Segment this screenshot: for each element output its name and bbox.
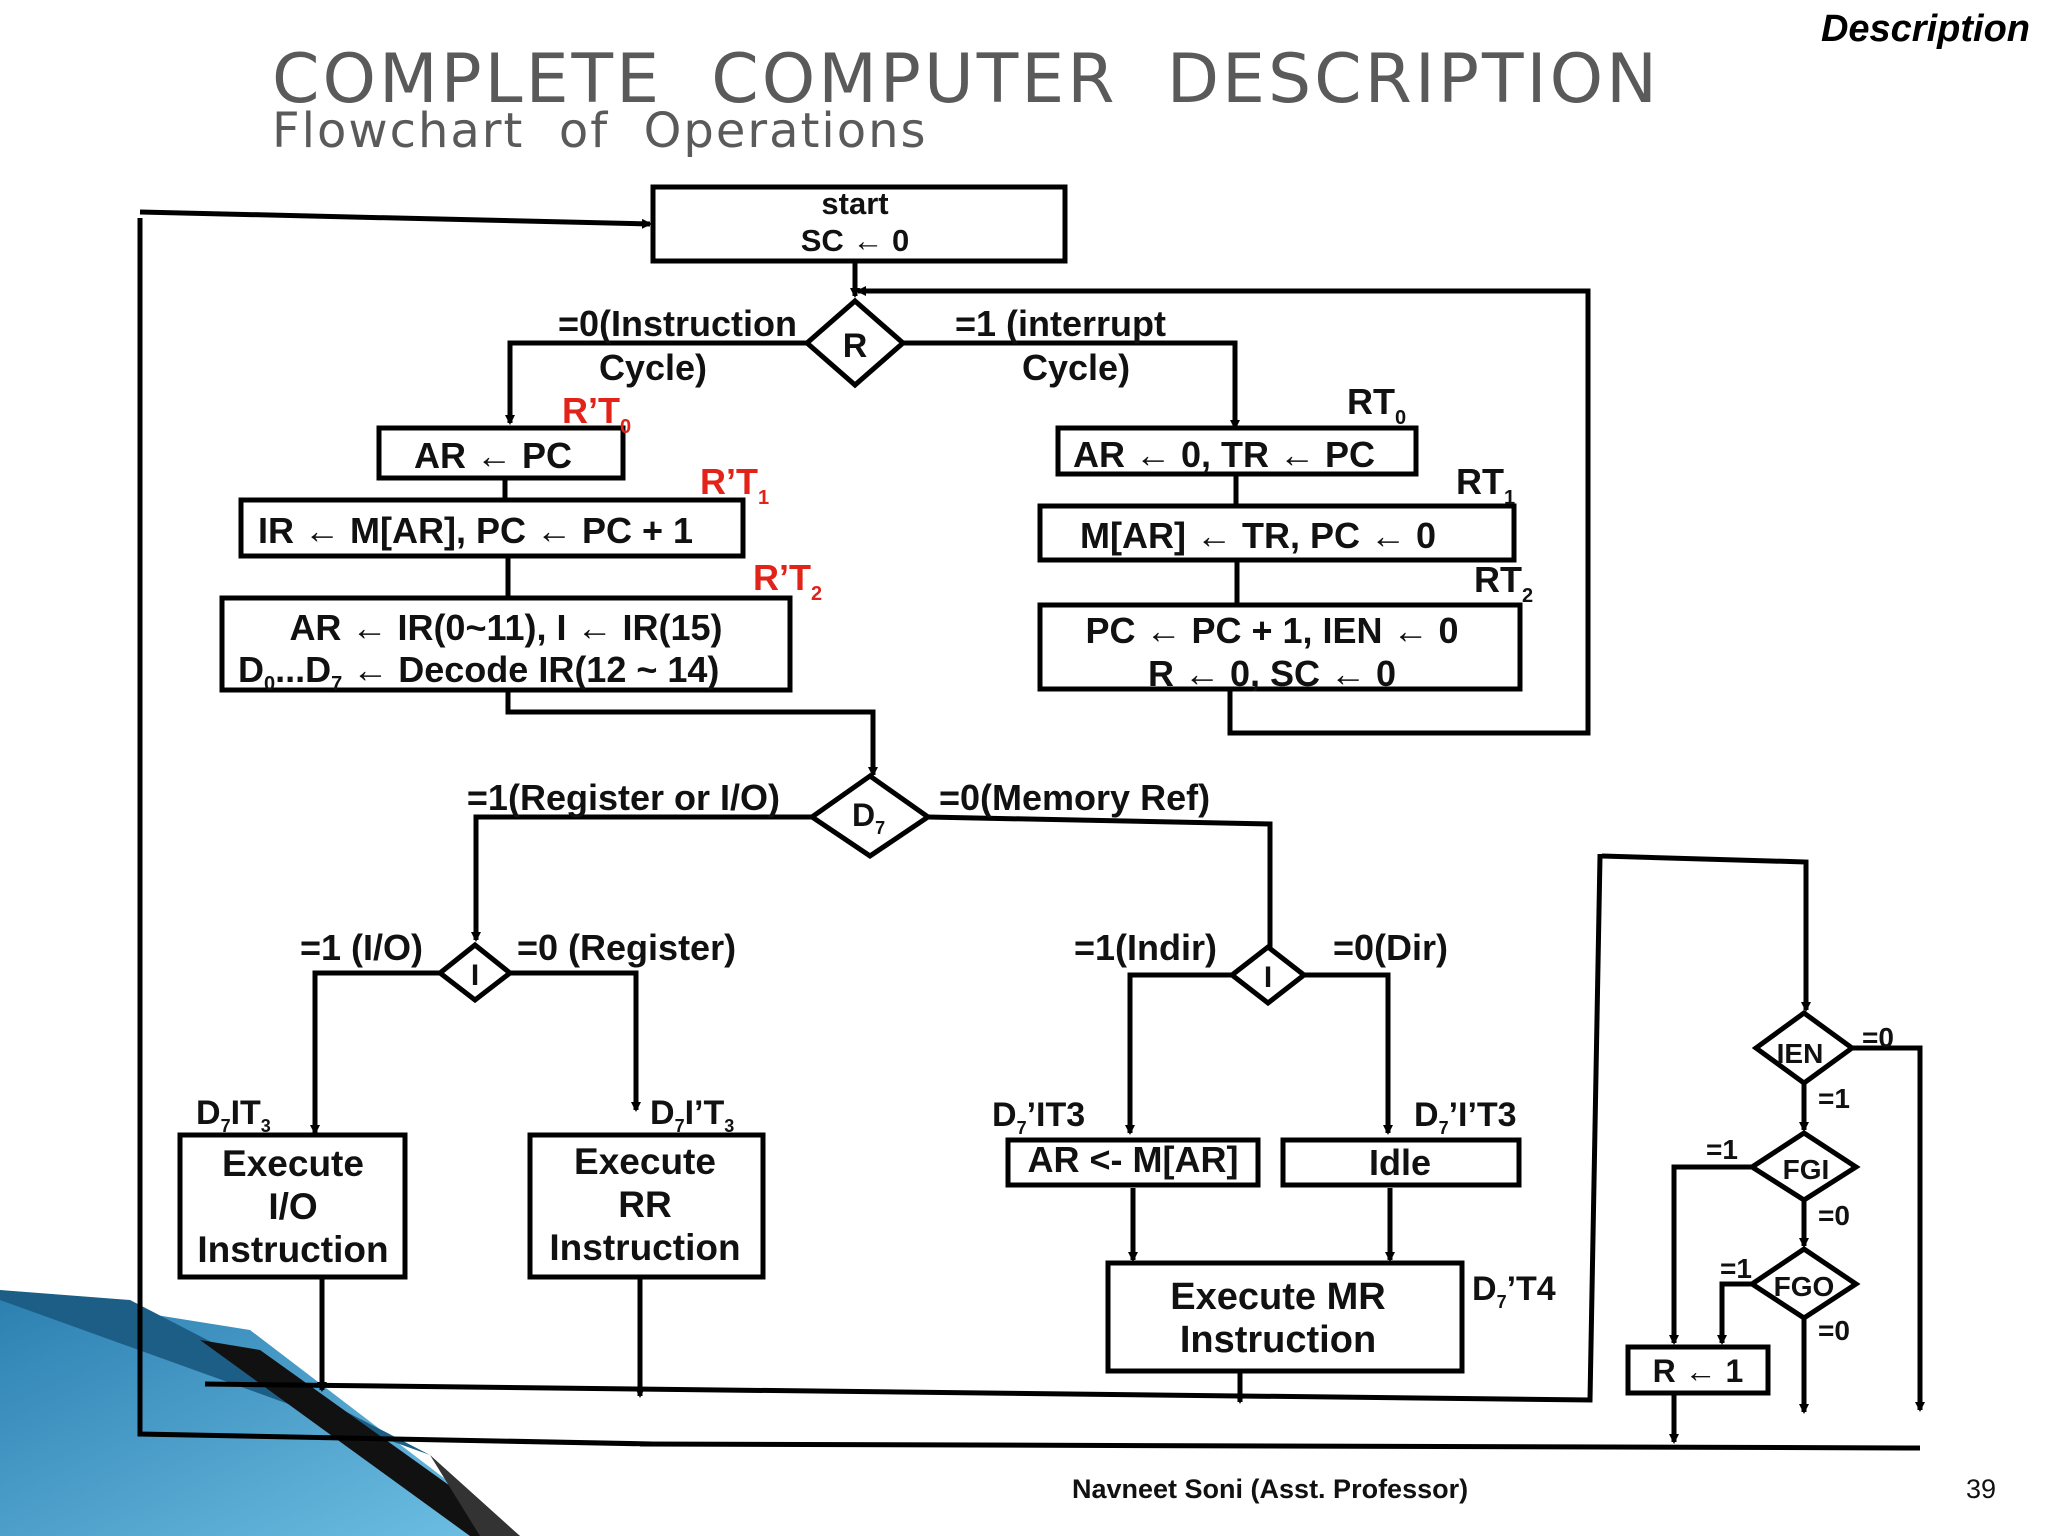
d7-one-label: =1(Register or I/O) xyxy=(467,777,780,818)
int-step3-text-2: R ← 0, SC ← 0 xyxy=(1148,653,1396,694)
exec-io-text-3: Instruction xyxy=(197,1229,388,1270)
bottom-return-line xyxy=(639,1441,1921,1451)
r-set-box xyxy=(1625,1344,1771,1396)
section-tag: Description xyxy=(1820,8,2030,50)
exec-mr-text-2: Instruction xyxy=(1180,1319,1376,1361)
idle-box-text: Idle xyxy=(1369,1142,1431,1183)
ien-one-label: =1 xyxy=(1818,1083,1850,1114)
fetch-step1-text: AR ← PC xyxy=(414,435,572,476)
decision-ien-label: IEN xyxy=(1777,1038,1824,1069)
r-one-label-2: Cycle) xyxy=(1022,347,1130,388)
int-step1-text: AR ← 0, TR ← PC xyxy=(1073,434,1375,475)
rt0-int-label: RT0 xyxy=(1347,381,1406,429)
ien-zero-label: =0 xyxy=(1862,1022,1894,1053)
exec-rr-text-1: Execute xyxy=(574,1141,716,1182)
rt2-int-label: RT2 xyxy=(1474,559,1533,607)
decorative-swoosh xyxy=(0,1290,520,1536)
rt1-fetch-label: R’T1 xyxy=(700,461,769,509)
decision-d7-label: D7 xyxy=(852,797,885,838)
i-right-one-branch xyxy=(1125,972,1232,1135)
decision-i-left xyxy=(435,941,515,1004)
return-collector-line xyxy=(204,854,1603,1403)
ien-zero-branch xyxy=(1852,1045,1925,1412)
loop-back-arrow-top xyxy=(139,209,652,229)
i-left-zero-branch xyxy=(510,970,641,1112)
fgi-one-label: =1 xyxy=(1706,1134,1738,1165)
decision-fgi-label: FGI xyxy=(1783,1154,1830,1185)
rt1-int-label: RT1 xyxy=(1456,461,1515,509)
exec-io-text-2: I/O xyxy=(268,1186,317,1227)
i-left-one-branch xyxy=(310,970,440,1135)
r-one-branch xyxy=(903,340,1240,430)
decision-r-label: R xyxy=(843,327,868,365)
start-label: start xyxy=(821,186,888,221)
int-step3-text: PC ← PC + 1, IEN ← 0 xyxy=(1085,610,1458,651)
fetch-step2-text: IR ← M[AR], PC ← PC + 1 xyxy=(258,510,693,551)
decision-i-left-label: I xyxy=(471,959,479,992)
idle-box xyxy=(1280,1137,1522,1188)
fetch-step2-box xyxy=(238,497,746,559)
i-left-one-label: =1 (I/O) xyxy=(300,927,423,968)
fgi-one-branch xyxy=(1669,1164,1752,1345)
mr-condition-label: D7’T4 xyxy=(1472,1270,1556,1312)
i-right-zero-branch xyxy=(1304,972,1393,1135)
indirect-box xyxy=(1005,1137,1261,1188)
int-step3-box xyxy=(1037,602,1523,692)
fetch-to-d7-arrow xyxy=(505,690,878,777)
io-condition-label: D7IT3 xyxy=(196,1094,271,1136)
fetch-step3-decode-text: D0...D7 ← Decode IR(12 ~ 14) xyxy=(238,649,719,695)
decision-i-right-label: I xyxy=(1264,961,1272,994)
loop-back-line-left xyxy=(137,218,653,1447)
fgo-one-branch xyxy=(1717,1281,1752,1345)
d7-zero-branch xyxy=(927,814,1275,962)
exec-io-box xyxy=(177,1132,408,1280)
decision-i-right xyxy=(1227,943,1309,1007)
exec-rr-text-3: Instruction xyxy=(549,1227,740,1268)
r-one-label: =1 (interrupt xyxy=(955,303,1166,344)
decision-r xyxy=(803,297,907,389)
exec-rr-text-2: RR xyxy=(618,1184,671,1225)
indirect-box-text: AR <- M[AR] xyxy=(1028,1139,1239,1180)
page-title: COMPLETE COMPUTER DESCRIPTION xyxy=(272,40,1660,119)
i-right-one-label: =1(Indir) xyxy=(1074,927,1217,968)
page-subtitle: Flowchart of Operations xyxy=(272,103,928,159)
r-zero-label-2: Cycle) xyxy=(599,347,707,388)
rt2-fetch-label: R’T2 xyxy=(753,557,822,605)
i-left-zero-label: =0 (Register) xyxy=(517,927,736,968)
exec-io-text-1: Execute xyxy=(222,1143,364,1184)
start-sc-label: SC ← 0 xyxy=(801,223,910,258)
int-step2-box xyxy=(1037,503,1517,563)
d7-one-branch xyxy=(471,814,812,942)
to-ien-arrow xyxy=(1601,853,1811,1012)
i-right-zero-label: =0(Dir) xyxy=(1333,927,1448,968)
indir-condition-label: D7’IT3 xyxy=(992,1096,1085,1138)
page-number: 39 xyxy=(1966,1474,1997,1504)
fgo-one-label: =1 xyxy=(1720,1253,1752,1284)
fetch-step3-box xyxy=(219,595,793,693)
exec-mr-box xyxy=(1105,1260,1465,1374)
r-zero-label: =0(Instruction xyxy=(558,303,797,344)
footer-author: Navneet Soni (Asst. Professor) xyxy=(1072,1474,1469,1504)
int-step2-text: M[AR] ← TR, PC ← 0 xyxy=(1080,515,1436,556)
rt0-fetch-label: R’T0 xyxy=(562,390,631,438)
dir-condition-label: D7’I’T3 xyxy=(1414,1096,1517,1138)
fetch-step1-box xyxy=(376,425,626,481)
decision-fgo-label: FGO xyxy=(1774,1271,1835,1302)
fetch-step3-text: AR ← IR(0~11), I ← IR(15) xyxy=(289,607,722,648)
decision-d7 xyxy=(807,772,933,860)
d7-zero-label: =0(Memory Ref) xyxy=(939,777,1210,818)
exec-mr-text-1: Execute MR xyxy=(1170,1276,1385,1318)
start-box xyxy=(650,184,1068,264)
fgi-zero-label: =0 xyxy=(1818,1200,1850,1231)
int-return-loop xyxy=(856,286,1591,736)
fgo-zero-label: =0 xyxy=(1818,1315,1850,1346)
r-zero-branch xyxy=(505,340,807,425)
r-set-text: R ← 1 xyxy=(1653,1353,1744,1389)
exec-rr-box xyxy=(527,1132,766,1280)
rr-condition-label: D7I’T3 xyxy=(650,1094,734,1136)
